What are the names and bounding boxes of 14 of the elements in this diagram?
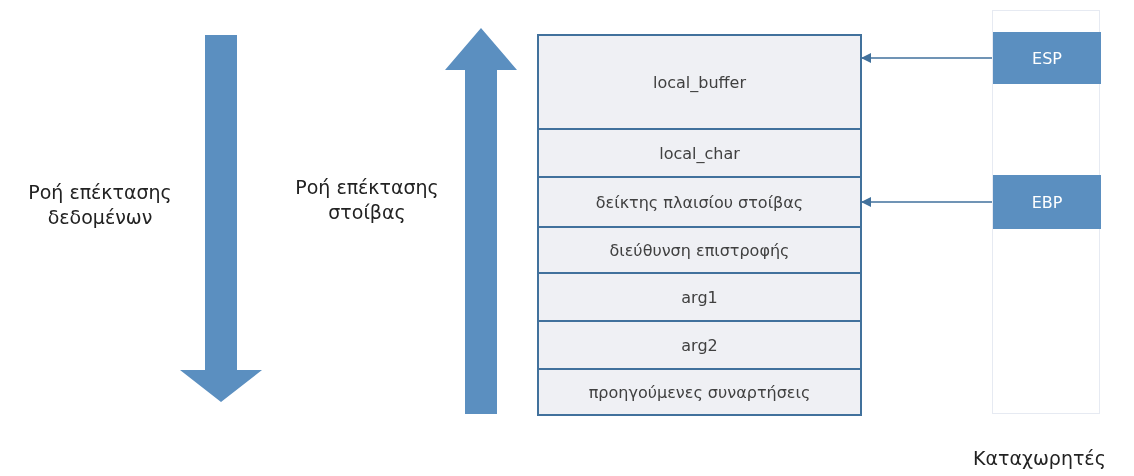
stack-cell: local_char	[537, 128, 862, 178]
column-caption: Καταχωρητές	[973, 447, 1106, 469]
stack-cell: προηγούμενες συναρτήσεις	[537, 368, 862, 416]
register-box: ESP	[993, 32, 1101, 84]
register-box: EBP	[993, 175, 1101, 229]
stack-cell: arg2	[537, 320, 862, 370]
stack-cell: arg1	[537, 272, 862, 322]
flow-label: Ροή επέκτασης δεδομένων	[27, 180, 173, 230]
flow-label: Ροή επέκτασης στοίβας	[294, 175, 440, 225]
arrow	[861, 197, 994, 207]
stack-cell: διεύθυνση επιστροφής	[537, 226, 862, 274]
stack-cell: local_buffer	[537, 34, 862, 130]
arrow	[861, 53, 994, 63]
stack-cell: δείκτης πλαισίου στοίβας	[537, 176, 862, 228]
